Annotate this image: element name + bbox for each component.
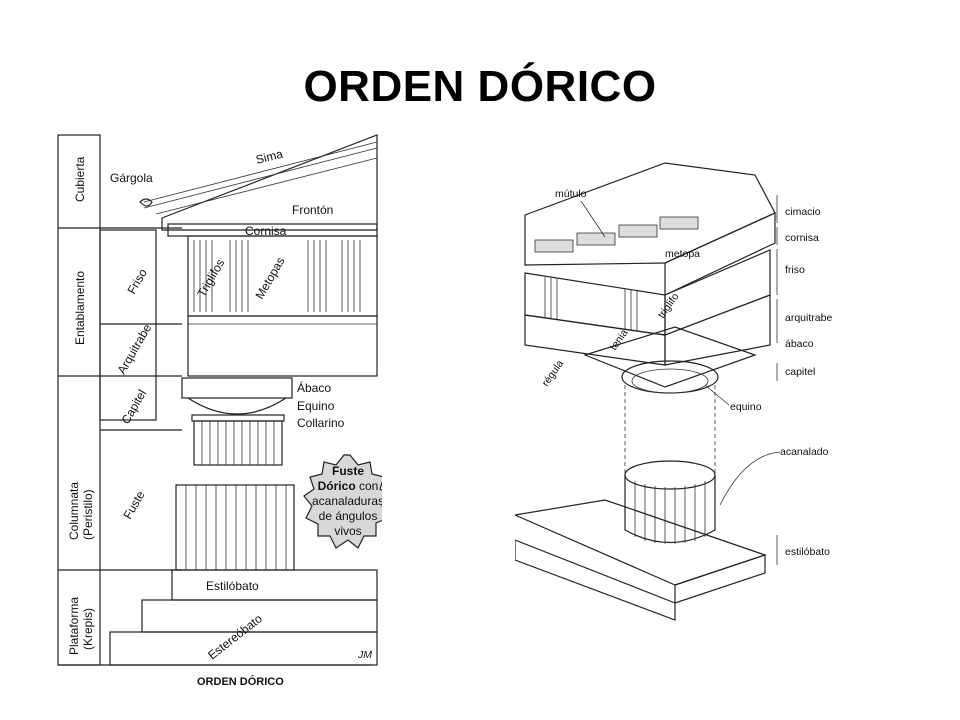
label-gargola: Gárgola — [110, 171, 153, 185]
callout-line5: vivos — [334, 524, 361, 538]
label-fronton: Frontón — [292, 203, 333, 217]
section-frame — [57, 134, 101, 666]
side-label-arquitrabe: arquitrabe — [785, 312, 832, 324]
label-entablamento: Entablamento — [73, 271, 87, 345]
abacus-right — [583, 326, 757, 388]
label-metopas: Metopas — [252, 255, 287, 302]
callout-line2-rest: con — [356, 479, 379, 493]
right-label-triglifo: triglifo — [656, 291, 682, 321]
frieze-side — [664, 249, 771, 336]
drum-flutes — [634, 481, 706, 544]
side-label-abaco: ábaco — [785, 338, 814, 350]
label-friso: Friso — [124, 266, 150, 296]
drum-top — [624, 460, 716, 490]
architrave-face — [524, 314, 666, 366]
callout-line1: Fuste — [332, 464, 364, 478]
callout-line3: acanaladuras — [312, 494, 382, 508]
right-label-regula: régula — [540, 358, 567, 389]
right-label-equino: equino — [730, 401, 762, 413]
stylobate-top — [515, 499, 767, 586]
label-cornisa: Cornisa — [245, 224, 287, 238]
left-doric-elevation: Cubierta Entablamento Columnata (Peristi… — [57, 134, 382, 688]
side-label-friso: friso — [785, 264, 805, 276]
label-peristilo: (Peristilo) — [81, 489, 95, 540]
triglyphs-right — [544, 277, 638, 331]
abacus-block — [181, 377, 293, 399]
label-sima: Sima — [254, 147, 284, 167]
left-caption: ORDEN DÓRICO — [197, 675, 284, 688]
callout-starburst — [303, 454, 382, 549]
label-estereobato: Estereóbato — [205, 611, 265, 662]
echinus-right — [621, 360, 719, 394]
frieze-face — [524, 272, 666, 336]
label-estilobato: Estilóbato — [206, 579, 259, 593]
artist-signature: JM — [357, 649, 372, 661]
label-columnata: Columnata — [67, 482, 81, 540]
right-label-acanalado: acanalado — [780, 446, 829, 458]
echinus-shape — [187, 397, 287, 415]
label-plataforma: Plataforma — [67, 597, 81, 655]
sima-line-3 — [155, 157, 378, 215]
right-label-mutulo: mútulo — [555, 188, 587, 200]
side-label-capitel: capitel — [785, 366, 815, 378]
label-triglifos: Triglifos — [194, 257, 227, 300]
label-cubierta: Cubierta — [73, 156, 87, 202]
architrave-block — [187, 315, 378, 377]
sima-line — [143, 141, 378, 203]
leader-mutulo — [580, 200, 606, 238]
gargoyle-shape — [139, 198, 153, 207]
label-krepis: (Krepis) — [81, 608, 95, 650]
shaft-upper — [193, 420, 283, 466]
stylobate-step — [171, 569, 378, 601]
side-label-estilobato: estilóbato — [785, 546, 830, 558]
label-equino: Equino — [297, 399, 335, 413]
label-collarino: Collarino — [297, 416, 345, 430]
mutule-row — [534, 216, 699, 253]
sima-line-2 — [143, 147, 378, 209]
slide-title: ORDEN DÓRICO — [303, 62, 657, 111]
leader-acanalado — [719, 451, 781, 506]
right-doric-perspective: mútulo metopa triglifo tenia régula equi… — [515, 162, 832, 621]
echinus-inner — [631, 368, 709, 394]
callout-line2-bold: Dórico — [318, 479, 356, 493]
side-label-cimacio: cimacio — [785, 206, 821, 218]
stereobate-step-2 — [109, 631, 378, 666]
shaft-upper-flutes — [201, 421, 275, 465]
collarino-block — [191, 414, 285, 422]
right-label-metopa: metopa — [665, 248, 700, 260]
architrave-side — [664, 294, 771, 366]
drum-body — [624, 475, 716, 544]
triglyph-group — [193, 240, 361, 312]
subsection-frame — [99, 229, 157, 421]
label-fuste: Fuste — [120, 488, 147, 521]
side-label-cornisa: cornisa — [785, 232, 819, 244]
stylobate-front — [674, 554, 766, 604]
shaft-lower-flutes — [185, 485, 287, 570]
label-arquitrabe: Arquitrabe — [114, 321, 154, 376]
callout-line4: de ángulos — [319, 509, 378, 523]
leader-equino — [704, 384, 730, 406]
cornice-front — [664, 212, 776, 296]
right-label-tenia: tenia — [608, 327, 631, 353]
step-lower — [515, 539, 676, 621]
label-abaco: Ábaco — [297, 380, 331, 395]
callout-line2: Dórico con — [318, 479, 379, 493]
